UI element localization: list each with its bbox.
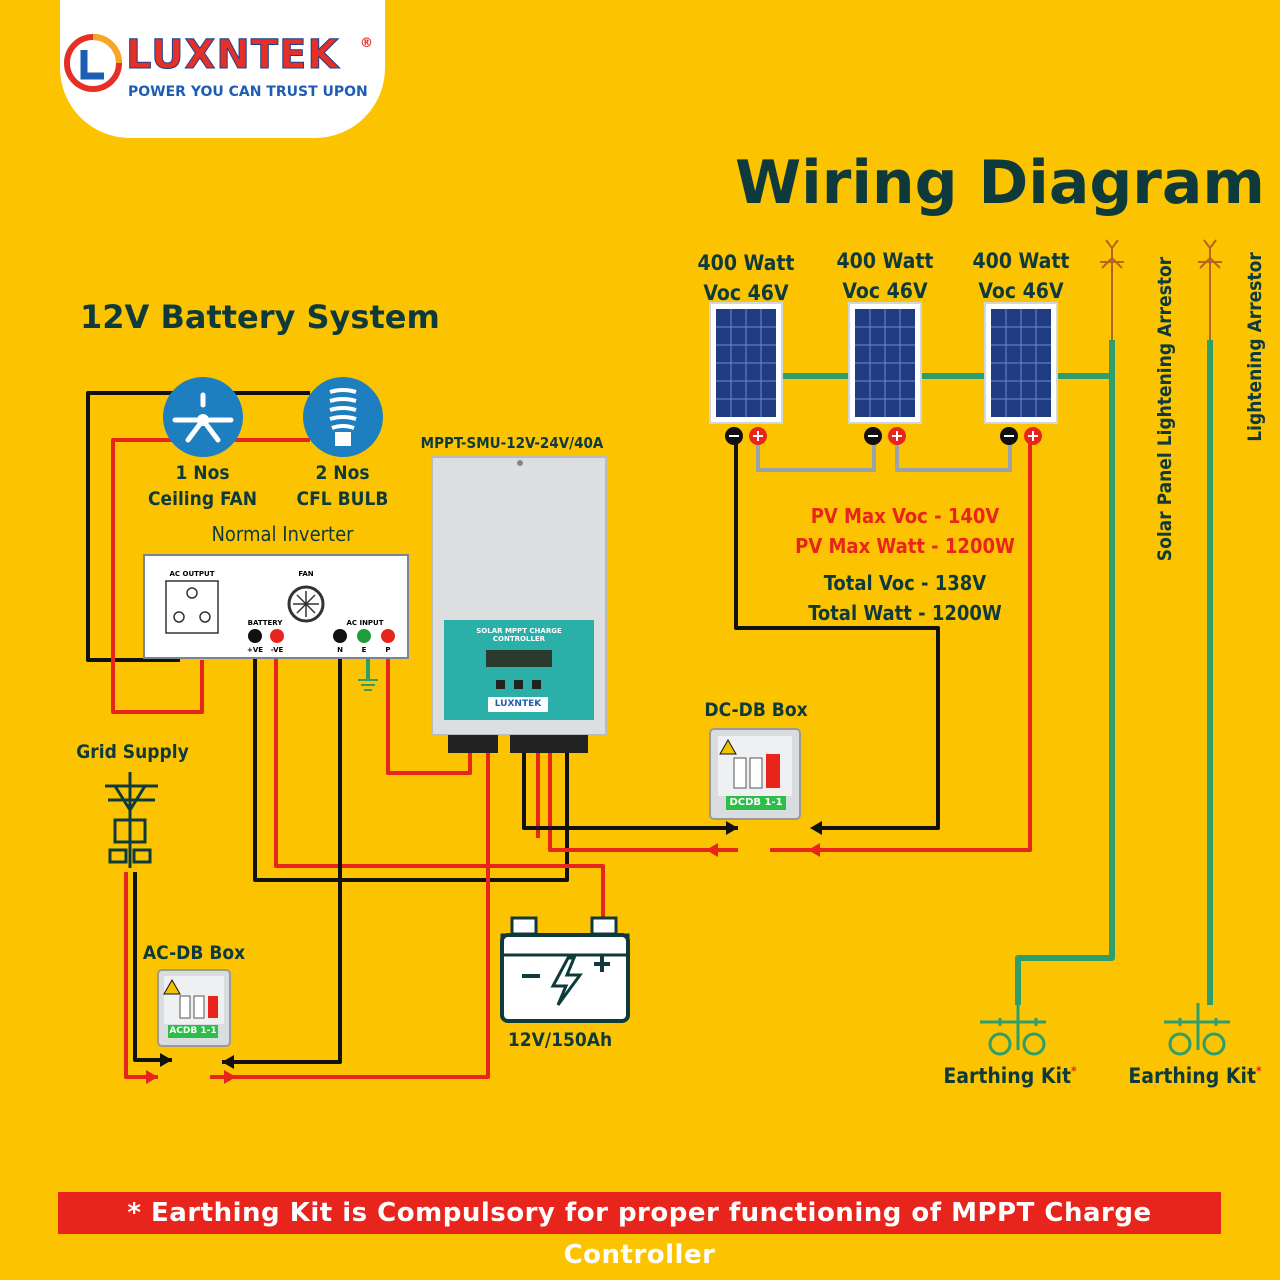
pv-max-watt: PV Max Watt - 1200W bbox=[795, 534, 1015, 558]
solar-panel-icon bbox=[709, 302, 783, 424]
pv-max-voc: PV Max Voc - 140V bbox=[810, 504, 1000, 528]
inverter-ac-output: AC OUTPUT bbox=[169, 570, 215, 578]
dcdb-tag: DCDB 1-1 bbox=[729, 797, 783, 808]
earthing-kit-2-label: Earthing Kit* bbox=[1120, 1064, 1270, 1088]
system-subtitle: 12V Battery System bbox=[80, 298, 440, 336]
earthing-kit-2-text: Earthing Kit bbox=[1128, 1064, 1256, 1088]
solar-panel-icon bbox=[848, 302, 922, 424]
lightning-arrestor-icon bbox=[1100, 239, 1124, 340]
inverter-fan: FAN bbox=[298, 570, 314, 578]
page-title: Wiring Diagram bbox=[735, 148, 1265, 218]
earthing-kit-2-mark: * bbox=[1255, 1064, 1262, 1078]
battery-icon bbox=[500, 916, 630, 1023]
battery-label: 12V/150Ah bbox=[507, 1029, 613, 1051]
earthing-kit-1-label: Earthing Kit* bbox=[935, 1064, 1085, 1088]
inverter-neg: -VE bbox=[270, 646, 284, 654]
fan-name: Ceiling FAN bbox=[147, 488, 258, 510]
acdb-box bbox=[157, 969, 231, 1047]
solar-panel-icon bbox=[984, 302, 1058, 424]
panel-terminal-icons bbox=[725, 427, 1042, 445]
grid-supply-label: Grid Supply bbox=[76, 741, 189, 763]
footer-note: * Earthing Kit is Compulsory for proper … bbox=[58, 1192, 1221, 1270]
bulb-qty: 2 Nos bbox=[315, 462, 370, 484]
controller-panel-label: SOLAR MPPT CHARGE CONTROLLER bbox=[476, 627, 562, 643]
panel-3-label: 400 Watt Voc 46V bbox=[965, 246, 1077, 306]
mppt-controller bbox=[431, 456, 607, 753]
total-voc: Total Voc - 138V bbox=[823, 571, 987, 595]
registered-mark: ® bbox=[360, 36, 373, 51]
brand-logo-icon bbox=[64, 34, 122, 92]
cfl-bulb-icon bbox=[303, 377, 383, 457]
total-watt: Total Watt - 1200W bbox=[808, 601, 1002, 625]
earthing-kit-1-mark: * bbox=[1070, 1064, 1077, 1078]
earthing-kit-icon bbox=[980, 1003, 1046, 1056]
inverter-e: E bbox=[361, 646, 367, 654]
dcdb-title: DC-DB Box bbox=[704, 699, 808, 721]
panel-2-label: 400 Watt Voc 46V bbox=[829, 246, 941, 306]
panel-3-watt: 400 Watt bbox=[972, 249, 1070, 273]
inverter-battery: BATTERY bbox=[247, 619, 283, 627]
earthing-kit-icon bbox=[1164, 1003, 1230, 1056]
inverter-title: Normal Inverter bbox=[211, 522, 354, 546]
bulb-label: 2 Nos CFL BULB bbox=[285, 460, 400, 512]
acdb-tag: ACDB 1-1 bbox=[169, 1026, 217, 1036]
controller-brand: LUXNTEK bbox=[494, 699, 542, 709]
ceiling-fan-icon bbox=[163, 377, 243, 457]
acdb-title: AC-DB Box bbox=[142, 942, 246, 964]
ground-icon bbox=[358, 679, 378, 691]
panel-1-voc: Voc 46V bbox=[703, 281, 789, 305]
panel-1-watt: 400 Watt bbox=[697, 251, 795, 275]
panel-3-voc: Voc 46V bbox=[978, 279, 1064, 303]
inverter-box bbox=[143, 554, 409, 659]
lightning-arrestor-icon bbox=[1198, 239, 1222, 340]
fan-qty: 1 Nos bbox=[175, 462, 230, 484]
earthing-kit-1-text: Earthing Kit bbox=[943, 1064, 1071, 1088]
brand-tagline: POWER YOU CAN TRUST UPON bbox=[128, 84, 368, 100]
main-arrestor-label: Lightening Arrestor bbox=[1244, 252, 1266, 442]
panel-2-watt: 400 Watt bbox=[836, 249, 934, 273]
panel-1-label: 400 Watt Voc 46V bbox=[690, 248, 802, 308]
inverter-pos: +VE bbox=[246, 646, 264, 654]
main-arrestor-label-wrap: Lightening Arrestor bbox=[1244, 246, 1266, 446]
dcdb-box bbox=[709, 728, 801, 820]
grid-supply-pole-icon bbox=[105, 772, 158, 868]
solar-arrestor-label: Solar Panel Lightening Arrestor bbox=[1154, 256, 1176, 562]
bulb-name: CFL BULB bbox=[296, 488, 389, 510]
inverter-p: P bbox=[385, 646, 391, 654]
panel-2-voc: Voc 46V bbox=[842, 279, 928, 303]
solar-arrestor-label-wrap: Solar Panel Lightening Arrestor bbox=[1154, 248, 1176, 568]
controller-model: MPPT-SMU-12V-24V/40A bbox=[420, 434, 604, 452]
brand-name: LUXNTEK bbox=[125, 32, 340, 79]
inverter-ac-input: AC INPUT bbox=[346, 619, 384, 627]
fan-label: 1 Nos Ceiling FAN bbox=[145, 460, 260, 512]
inverter-n: N bbox=[337, 646, 343, 654]
logo-card bbox=[60, 0, 385, 138]
